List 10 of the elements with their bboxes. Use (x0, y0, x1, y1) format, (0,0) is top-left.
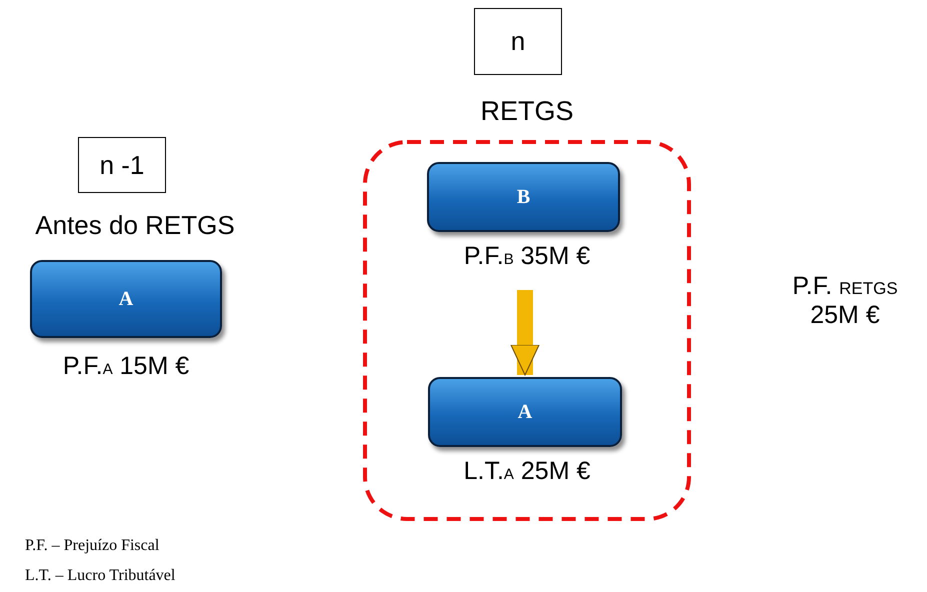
arrow (510, 290, 540, 376)
label-text: L.T. – Lucro Tributável (25, 567, 176, 585)
process-box: B (427, 162, 620, 232)
group-title: RETGS (479, 96, 574, 127)
process-box: A (428, 377, 622, 447)
label-text: P.F. – Prejuízo Fiscal (25, 537, 160, 555)
label-box: n -1 (78, 137, 166, 193)
process-box: A (30, 260, 222, 338)
label-text: Antes do RETGS (34, 210, 236, 241)
label-box: n (474, 8, 562, 75)
